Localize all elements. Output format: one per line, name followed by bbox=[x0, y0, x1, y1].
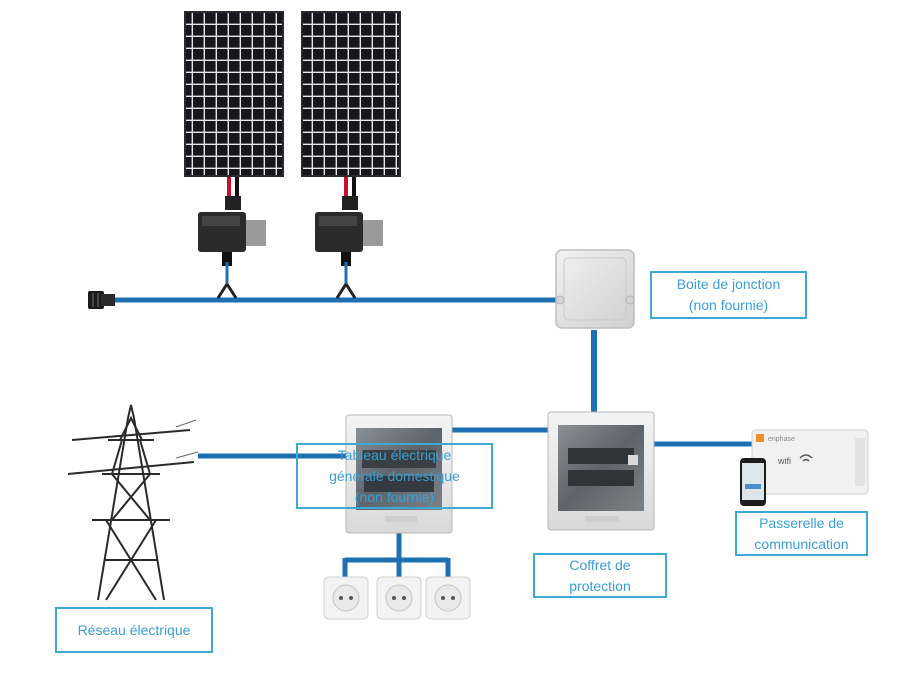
solar-panel-1 bbox=[184, 11, 284, 177]
wall-socket-2 bbox=[376, 576, 422, 620]
gateway-label: Passerelle de communication bbox=[735, 511, 868, 556]
socket-wiring bbox=[342, 532, 451, 578]
power-pylon bbox=[67, 404, 199, 601]
grid-label-line-1: Réseau électrique bbox=[77, 621, 191, 638]
gateway-wifi-text: wifi bbox=[777, 456, 791, 466]
micro-inverter-2 bbox=[315, 177, 383, 299]
protection-box-label-line-2: protection bbox=[569, 577, 631, 594]
cables bbox=[112, 297, 752, 578]
wall-socket-3 bbox=[425, 576, 471, 620]
cable-end-cap bbox=[88, 291, 115, 309]
grid-label: Réseau électrique bbox=[55, 607, 213, 653]
protection-box-label-line-1: Coffret de bbox=[569, 556, 631, 573]
main-panel-label-line-3: (non fournie) bbox=[354, 488, 435, 505]
gateway-label-line-2: communication bbox=[754, 535, 849, 552]
junction-box bbox=[555, 249, 635, 329]
micro-inverter-1 bbox=[198, 177, 266, 299]
main-panel-label: Tableau électrique générale domestique (… bbox=[296, 443, 493, 509]
main-panel-label-line-1: Tableau électrique bbox=[337, 446, 452, 463]
communication-gateway: enphase wifi bbox=[740, 429, 869, 506]
protection-box-label: Coffret de protection bbox=[533, 553, 667, 598]
protection-box bbox=[547, 411, 655, 531]
junction-box-label-line-2: (non fournie) bbox=[688, 297, 769, 313]
gateway-label-line-1: Passerelle de bbox=[759, 514, 844, 531]
junction-box-label-line-1: Boite de jonction bbox=[676, 276, 781, 292]
gateway-brand-text: enphase bbox=[768, 436, 795, 443]
junction-box-label: Boite de jonction (non fournie) bbox=[650, 271, 807, 319]
solar-panel-2 bbox=[301, 11, 401, 177]
main-panel-label-line-2: générale domestique bbox=[329, 467, 460, 484]
wall-socket-1 bbox=[323, 576, 369, 620]
